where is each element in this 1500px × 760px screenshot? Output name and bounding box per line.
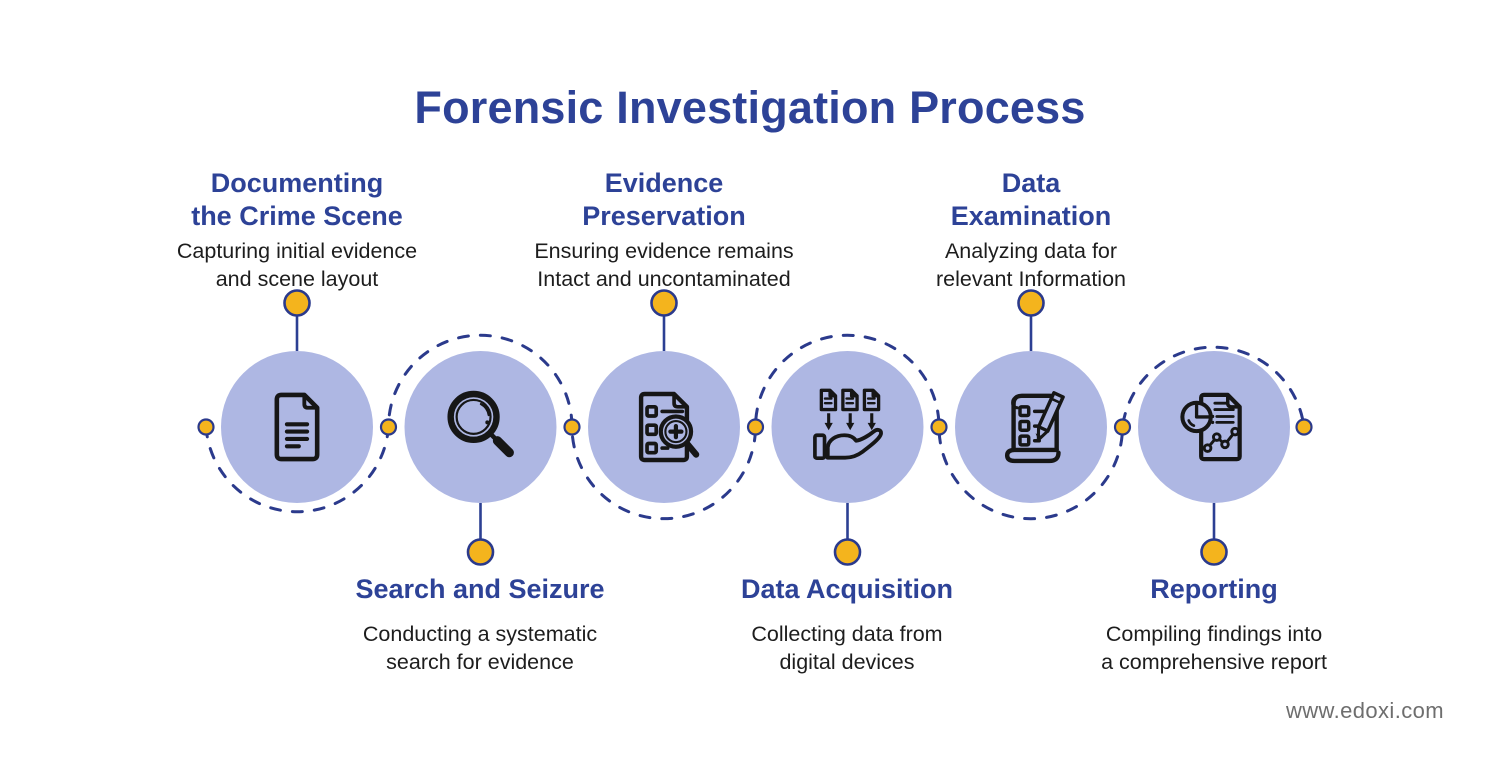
marker-dots (283, 289, 1228, 566)
step-title-line: Preservation (582, 200, 746, 231)
step-label-data-acquisition: Data Acquisition Collecting data from di… (672, 573, 1022, 677)
step-description: Ensuring evidence remains Intact and unc… (499, 238, 829, 294)
step-title-line: Data (1001, 168, 1061, 198)
step-label-data-examination: Data Examination Analyzing data for rele… (866, 167, 1196, 294)
stem-lines (295, 316, 1216, 539)
step-label-evidence-preservation: Evidence Preservation Ensuring evidence … (499, 167, 829, 294)
step-desc-line: Intact and uncontaminated (537, 266, 791, 291)
step-title-line: Evidence (604, 168, 724, 198)
step-title: Reporting (1039, 573, 1389, 606)
page-title: Forensic Investigation Process (414, 82, 1086, 133)
document-icon (253, 383, 341, 471)
step-desc-line: Ensuring evidence remains (534, 238, 794, 263)
step-description: Conducting a systematic search for evide… (305, 621, 655, 677)
step-label-reporting: Reporting Compiling findings into a comp… (1039, 573, 1389, 677)
step-label-documenting: Documenting the Crime Scene Capturing in… (132, 167, 462, 294)
step-desc-line: Analyzing data for (944, 238, 1118, 263)
step-title-line: Data Acquisition (740, 574, 954, 604)
step-title: Search and Seizure (305, 573, 655, 606)
step-description: Compiling findings into a comprehensive … (1039, 621, 1389, 677)
checklist-pencil-icon (987, 383, 1075, 471)
step-title-line: Search and Seizure (355, 574, 605, 604)
step-label-search-and-seizure: Search and Seizure Conducting a systemat… (305, 573, 655, 677)
step-desc-line: digital devices (779, 649, 915, 674)
step-circles (221, 351, 1290, 503)
step-title: Data Acquisition (672, 573, 1022, 606)
evidence-checklist-magnifier-icon (620, 383, 708, 471)
step-desc-line: search for evidence (386, 649, 574, 674)
step-desc-line: Compiling findings into (1105, 621, 1323, 646)
step-desc-line: Capturing initial evidence (176, 238, 418, 263)
step-title-line: Reporting (1150, 574, 1278, 604)
website-url: www.edoxi.com (1285, 698, 1444, 723)
step-description: Collecting data from digital devices (672, 621, 1022, 677)
step-title-line: the Crime Scene (191, 200, 403, 231)
step-title-line: Documenting (210, 168, 384, 198)
step-desc-line: Conducting a systematic (362, 621, 598, 646)
step-title-line: Examination (950, 200, 1112, 231)
step-title: Evidence Preservation (499, 167, 829, 233)
step-desc-line: a comprehensive report (1101, 649, 1327, 674)
step-desc-line: and scene layout (215, 266, 379, 291)
report-chart-icon (1170, 383, 1258, 471)
magnifying-glass-icon (436, 383, 524, 471)
step-description: Analyzing data for relevant Information (866, 238, 1196, 294)
hand-receiving-files-icon (803, 383, 891, 471)
step-description: Capturing initial evidence and scene lay… (132, 238, 462, 294)
step-desc-line: Collecting data from (751, 621, 943, 646)
step-desc-line: relevant Information (935, 266, 1126, 291)
step-title: Data Examination (866, 167, 1196, 233)
step-title: Documenting the Crime Scene (132, 167, 462, 233)
junction-dots (197, 418, 1313, 436)
